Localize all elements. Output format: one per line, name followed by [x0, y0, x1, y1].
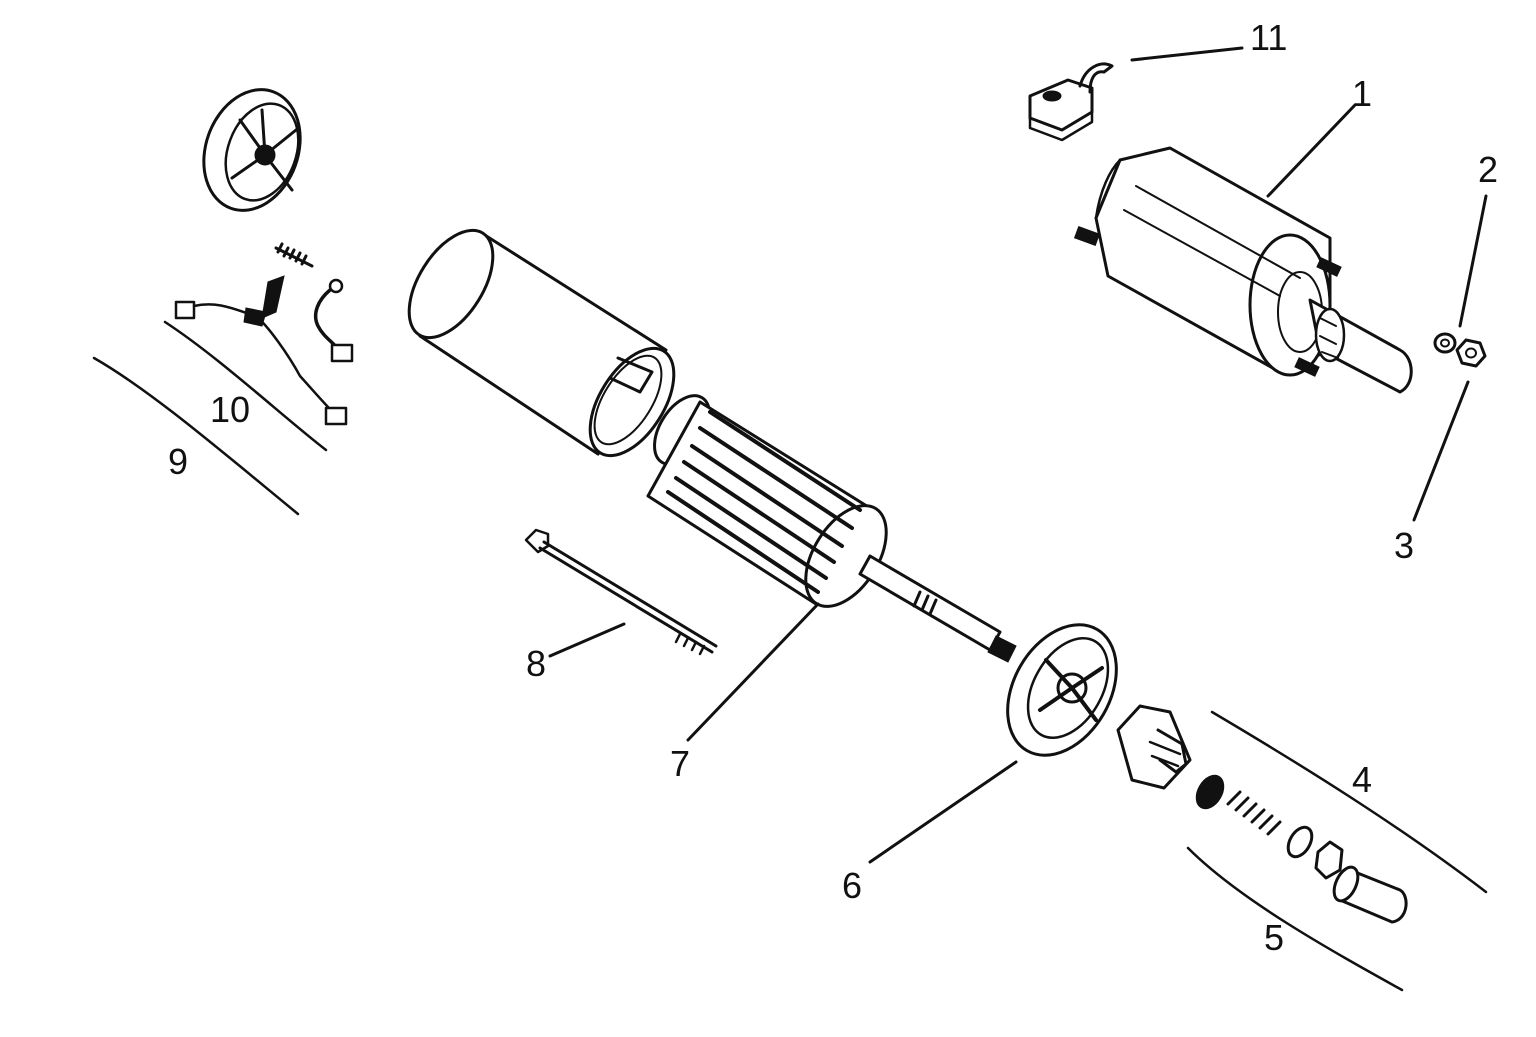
part-6-drive-end-plate: [1006, 623, 1118, 757]
leader-6: [868, 760, 1018, 864]
field-frame-housing: [407, 228, 676, 458]
leader-7: [686, 602, 820, 742]
bracket-4: [1210, 710, 1488, 894]
part-10-brush-set: [174, 242, 354, 426]
callout-5: 5: [1264, 917, 1284, 958]
callout-3: 3: [1394, 525, 1414, 566]
part-4-drive-pinion: [1116, 704, 1192, 790]
part-1-starter-assembly: [1073, 146, 1413, 394]
bracket-10: [163, 320, 328, 452]
leader-8: [548, 622, 626, 658]
callout-10: 10: [210, 389, 250, 430]
callout-9: 9: [168, 441, 188, 482]
part-7-armature: [646, 394, 1017, 663]
part-5-drive-spring-kit: [1195, 774, 1408, 924]
callout-11: 11: [1250, 17, 1287, 58]
callout-2: 2: [1478, 149, 1498, 190]
part-8-through-bolt: [524, 528, 718, 656]
leader-11: [1130, 46, 1244, 62]
part-3-nut: [1455, 338, 1487, 368]
leader-3: [1412, 380, 1470, 522]
callout-1: 1: [1352, 73, 1372, 114]
callout-8: 8: [526, 643, 546, 684]
callout-6: 6: [842, 865, 862, 906]
callout-4: 4: [1352, 759, 1372, 800]
leader-2: [1458, 194, 1488, 328]
bracket-5: [1186, 846, 1404, 992]
leader-1: [1266, 103, 1357, 198]
bracket-9: [92, 356, 300, 516]
part-9-end-cap: [202, 88, 302, 212]
callout-7: 7: [670, 743, 690, 784]
part-2-lock-washer: [1433, 332, 1457, 354]
part-11-clip: [1028, 62, 1114, 142]
